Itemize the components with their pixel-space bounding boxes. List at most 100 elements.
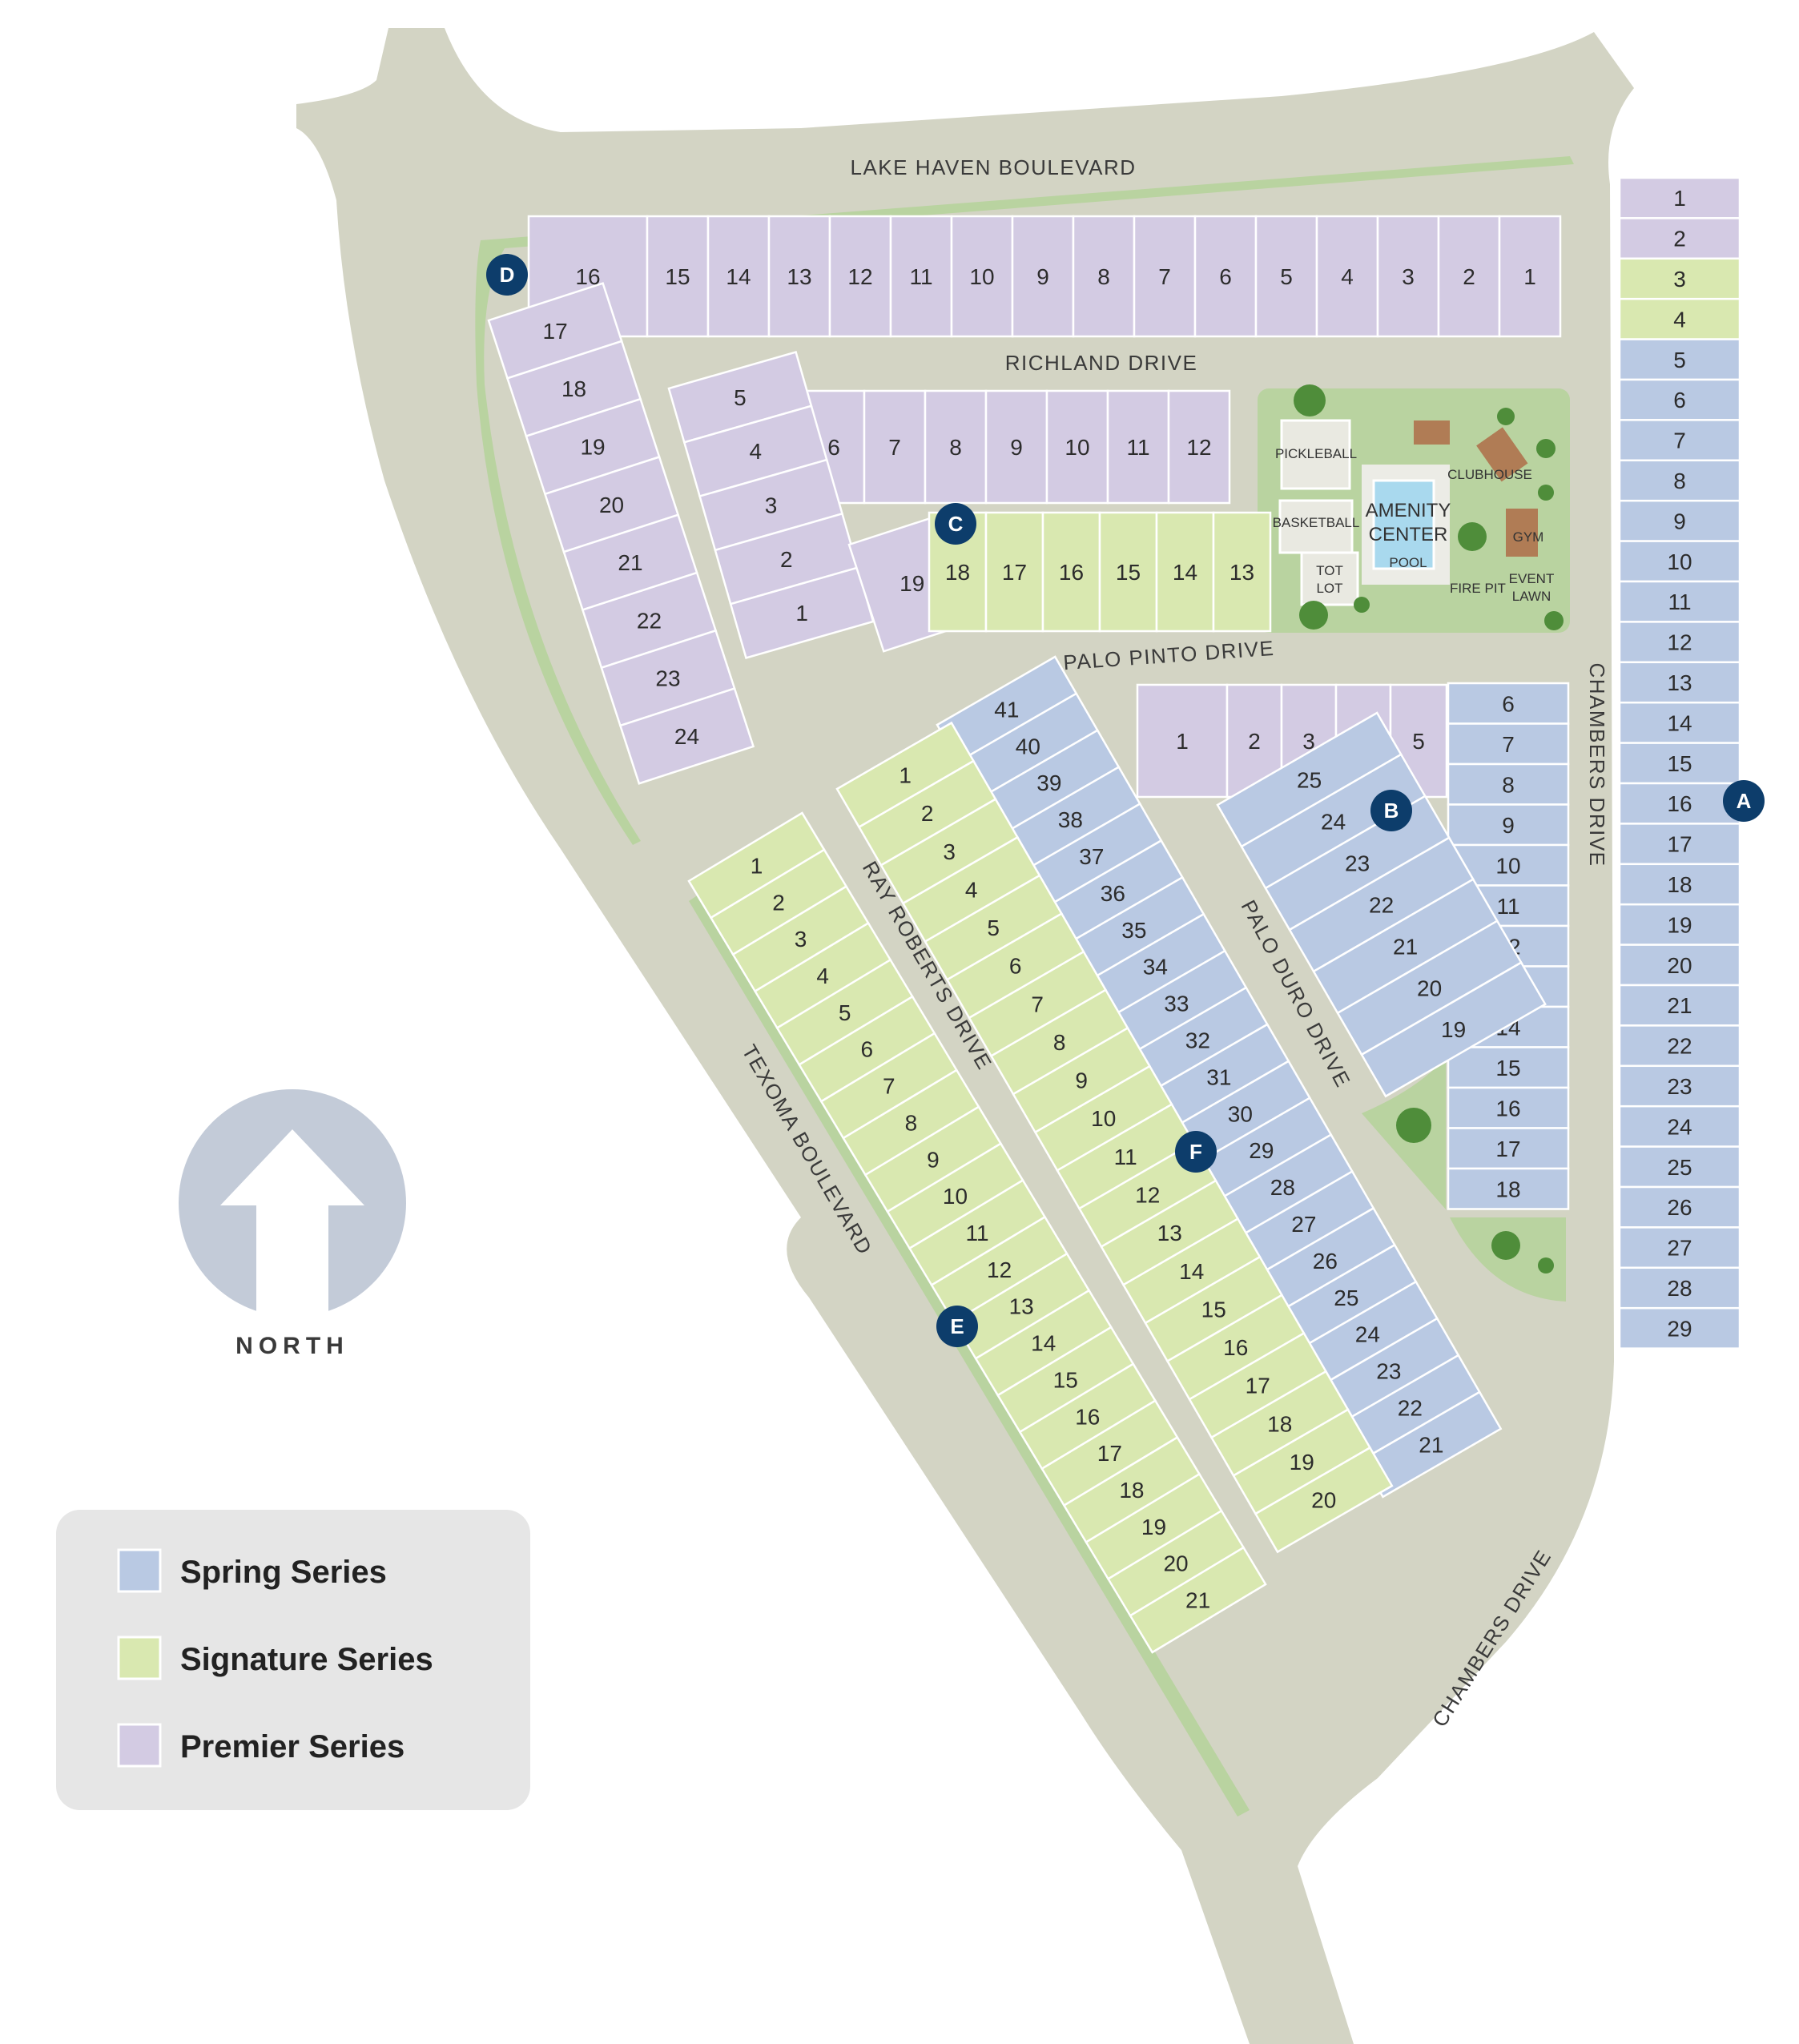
lot-chambers-spring-15[interactable]: 15 [1447,1046,1570,1089]
lot-rr-east-sig-18[interactable]: 18 [1209,1370,1350,1478]
lot-rr-east-sig-15[interactable]: 15 [1144,1255,1284,1363]
lot-lake-haven-4[interactable]: 4 [1315,215,1379,338]
lot-east-column-10[interactable]: 10 [1618,540,1741,583]
lot-chambers-spring-17[interactable]: 17 [1447,1127,1570,1170]
lot-east-column-26[interactable]: 26 [1618,1185,1741,1229]
lot-rr-west-sig-21[interactable]: 21 [1129,1546,1267,1654]
lot-rr-west-sig-14[interactable]: 14 [974,1289,1113,1397]
tree [1544,611,1564,630]
lot-number: 1 [1523,264,1536,289]
lot-east-column-2[interactable]: 2 [1618,217,1741,260]
lot-east-column-17[interactable]: 17 [1618,823,1741,866]
lot-lake-haven-2[interactable]: 2 [1437,215,1501,338]
lot-east-column-12[interactable]: 12 [1618,621,1741,664]
lot-rr-east-sig-13[interactable]: 13 [1100,1179,1240,1286]
lot-palo-duro-premier-5[interactable]: 5 [1389,683,1448,799]
lot-chambers-spring-9[interactable]: 9 [1447,803,1570,847]
lot-east-column-16[interactable]: 16 [1618,782,1741,825]
lot-east-column-20[interactable]: 20 [1618,944,1741,987]
lot-number: 10 [1091,1106,1116,1131]
lot-east-column-18[interactable]: 18 [1618,863,1741,906]
marker-d[interactable]: D [486,254,528,296]
lot-rr-west-sig-6[interactable]: 6 [798,995,936,1103]
lot-palo-pinto-16[interactable]: 16 [1041,511,1101,633]
lot-palo-duro-fan-21[interactable]: 21 [1312,878,1499,1015]
lot-east-column-1[interactable]: 1 [1618,176,1741,219]
marker-c[interactable]: C [935,503,976,545]
lot-lake-haven-3[interactable]: 3 [1376,215,1440,338]
lot-richland-north-12[interactable]: 12 [1167,389,1231,505]
lot-east-column-21[interactable]: 21 [1618,984,1741,1027]
lot-rr-east-sig-10[interactable]: 10 [1033,1064,1173,1173]
lot-west-24[interactable]: 24 [618,687,755,785]
lot-lake-haven-11[interactable]: 11 [889,215,953,338]
lot-lake-haven-14[interactable]: 14 [706,215,771,338]
lot-rr-east-spring-39[interactable]: 39 [978,729,1121,837]
lot-rr-east-sig-17[interactable]: 17 [1188,1331,1328,1439]
lot-lake-haven-8[interactable]: 8 [1072,215,1136,338]
marker-b[interactable]: B [1370,790,1412,831]
lot-chambers-spring-6[interactable]: 6 [1447,682,1570,725]
lot-number: 15 [1201,1297,1226,1322]
lot-richland-north-11[interactable]: 11 [1106,389,1170,505]
lot-east-column-8[interactable]: 8 [1618,459,1741,502]
lot-shape [1618,540,1741,583]
lot-richland-north-10[interactable]: 10 [1045,389,1109,505]
lot-chambers-spring-7[interactable]: 7 [1447,722,1570,766]
lot-palo-pinto-13[interactable]: 13 [1212,511,1272,633]
lot-east-column-14[interactable]: 14 [1618,701,1741,744]
lot-west-20[interactable]: 20 [543,455,680,553]
lot-number: 39 [1036,771,1061,795]
lot-richland-north-7[interactable]: 7 [863,389,927,505]
marker-f[interactable]: F [1175,1131,1217,1173]
lot-palo-duro-fan-19[interactable]: 19 [1360,961,1547,1098]
lot-east-column-3[interactable]: 3 [1618,257,1741,300]
lot-palo-pinto-14[interactable]: 14 [1155,511,1215,633]
lot-palo-pinto-17[interactable]: 17 [984,511,1044,633]
lot-chambers-spring-8[interactable]: 8 [1447,762,1570,806]
lot-lake-haven-5[interactable]: 5 [1254,215,1318,338]
lot-east-column-19[interactable]: 19 [1618,903,1741,946]
lot-east-column-6[interactable]: 6 [1618,378,1741,421]
lot-east-column-15[interactable]: 15 [1618,742,1741,785]
lot-east-column-23[interactable]: 23 [1618,1064,1741,1108]
lot-chambers-spring-16[interactable]: 16 [1447,1086,1570,1129]
lot-richland-north-9[interactable]: 9 [984,389,1048,505]
lot-east-column-5[interactable]: 5 [1618,338,1741,381]
lot-rr-east-sig-20[interactable]: 20 [1254,1446,1394,1554]
lot-shape [1360,961,1547,1098]
lot-east-column-25[interactable]: 25 [1618,1145,1741,1189]
lot-lake-haven-9[interactable]: 9 [1011,215,1075,338]
lot-east-column-24[interactable]: 24 [1618,1104,1741,1148]
lot-east-column-4[interactable]: 4 [1618,297,1741,340]
lot-east-column-13[interactable]: 13 [1618,661,1741,704]
lot-west-18[interactable]: 18 [505,340,642,438]
tree [1299,601,1328,630]
lot-east-column-22[interactable]: 22 [1618,1024,1741,1068]
lot-east-column-11[interactable]: 11 [1618,580,1741,623]
lot-number: 11 [1496,894,1519,919]
lot-richland-north-8[interactable]: 8 [924,389,988,505]
lot-palo-pinto-15[interactable]: 15 [1098,511,1158,633]
lot-lake-haven-15[interactable]: 15 [646,215,710,338]
lot-west-17[interactable]: 17 [487,282,623,380]
lot-number: 14 [1173,560,1197,585]
lot-lake-haven-7[interactable]: 7 [1133,215,1197,338]
lot-east-column-9[interactable]: 9 [1618,499,1741,542]
lot-east-column-7[interactable]: 7 [1618,419,1741,462]
lot-chambers-spring-18[interactable]: 18 [1447,1167,1570,1210]
lot-palo-duro-premier-1[interactable]: 1 [1136,683,1229,799]
lot-east-column-28[interactable]: 28 [1618,1266,1741,1310]
lot-rr-east-spring-26[interactable]: 26 [1254,1206,1396,1315]
lot-lake-haven-12[interactable]: 12 [828,215,892,338]
lot-lake-haven-1[interactable]: 1 [1498,215,1562,338]
lot-lake-haven-13[interactable]: 13 [767,215,831,338]
lot-lake-haven-10[interactable]: 10 [950,215,1014,338]
lot-rr-east-sig-12[interactable]: 12 [1077,1141,1217,1249]
marker-a[interactable]: A [1723,780,1765,822]
lot-lake-haven-6[interactable]: 6 [1193,215,1258,338]
lot-east-column-29[interactable]: 29 [1618,1306,1741,1350]
lot-rr-west-sig-4[interactable]: 4 [753,921,892,1030]
lot-east-column-27[interactable]: 27 [1618,1226,1741,1269]
marker-e[interactable]: E [936,1306,978,1347]
